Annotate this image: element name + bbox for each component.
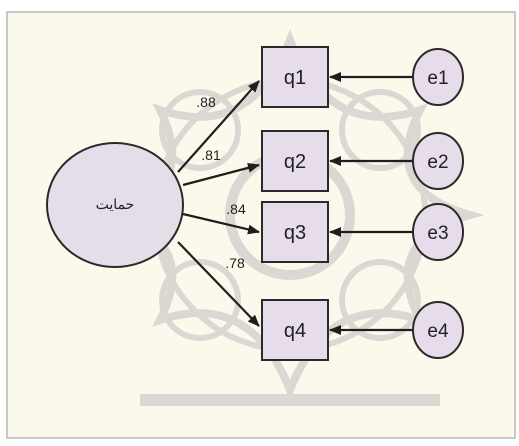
loading-value: .88 — [196, 94, 216, 110]
indicator-box-q1 — [261, 46, 329, 108]
loading-arrow-q1 — [177, 80, 260, 173]
error-term-e3 — [412, 203, 464, 261]
loading-value: .81 — [201, 147, 221, 163]
error-term-label: e4 — [427, 321, 449, 342]
indicator-label: q3 — [284, 222, 306, 244]
indicator-label: q2 — [284, 151, 306, 173]
indicator-box-q3 — [261, 201, 329, 263]
indicator-label: q1 — [284, 67, 306, 89]
error-term-label: e3 — [427, 223, 448, 244]
diagram-nodes — [46, 46, 464, 361]
loading-value: .84 — [226, 201, 246, 217]
latent-variable-ellipse — [46, 142, 184, 268]
latent-variable-label: حمایت — [96, 196, 135, 212]
diagram-labels: حمایت q1 e1 .88 q2 e2 .81 q3 e3 .84 q4 e4 .78 — [96, 67, 449, 342]
indicator-box-q2 — [261, 130, 329, 192]
error-term-e1 — [412, 48, 464, 106]
error-term-label: e1 — [427, 68, 448, 89]
error-term-label: e2 — [427, 152, 448, 173]
error-term-e4 — [412, 301, 464, 359]
loading-arrow-q4 — [177, 241, 260, 327]
loading-arrow-q3 — [182, 212, 260, 235]
indicator-label: q4 — [284, 320, 306, 342]
loading-value: .78 — [225, 255, 245, 271]
diagram-edges — [177, 72, 413, 335]
loading-arrow-q2 — [182, 162, 260, 187]
indicator-box-q4 — [261, 299, 329, 361]
error-term-e2 — [412, 132, 464, 190]
